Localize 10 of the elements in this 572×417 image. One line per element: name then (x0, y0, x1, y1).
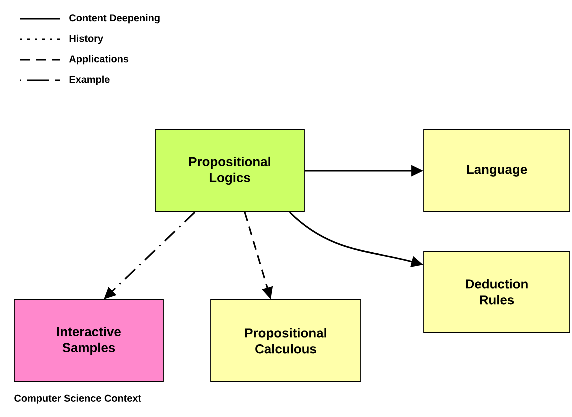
caption-text: Computer Science Context (14, 394, 142, 404)
concept-box: Propositional Logics (155, 130, 305, 212)
legend-text: Content Deepening (70, 14, 160, 24)
concept-box: Interactive Samples (14, 300, 164, 382)
concept-box: Deduction Rules (424, 251, 570, 333)
legend-text: Applications (69, 55, 129, 65)
legend-text: Example (70, 76, 110, 86)
concept-box: Propositional Calculous (210, 300, 362, 382)
concept-box: Language (424, 130, 570, 212)
legend-text: History (70, 34, 104, 44)
